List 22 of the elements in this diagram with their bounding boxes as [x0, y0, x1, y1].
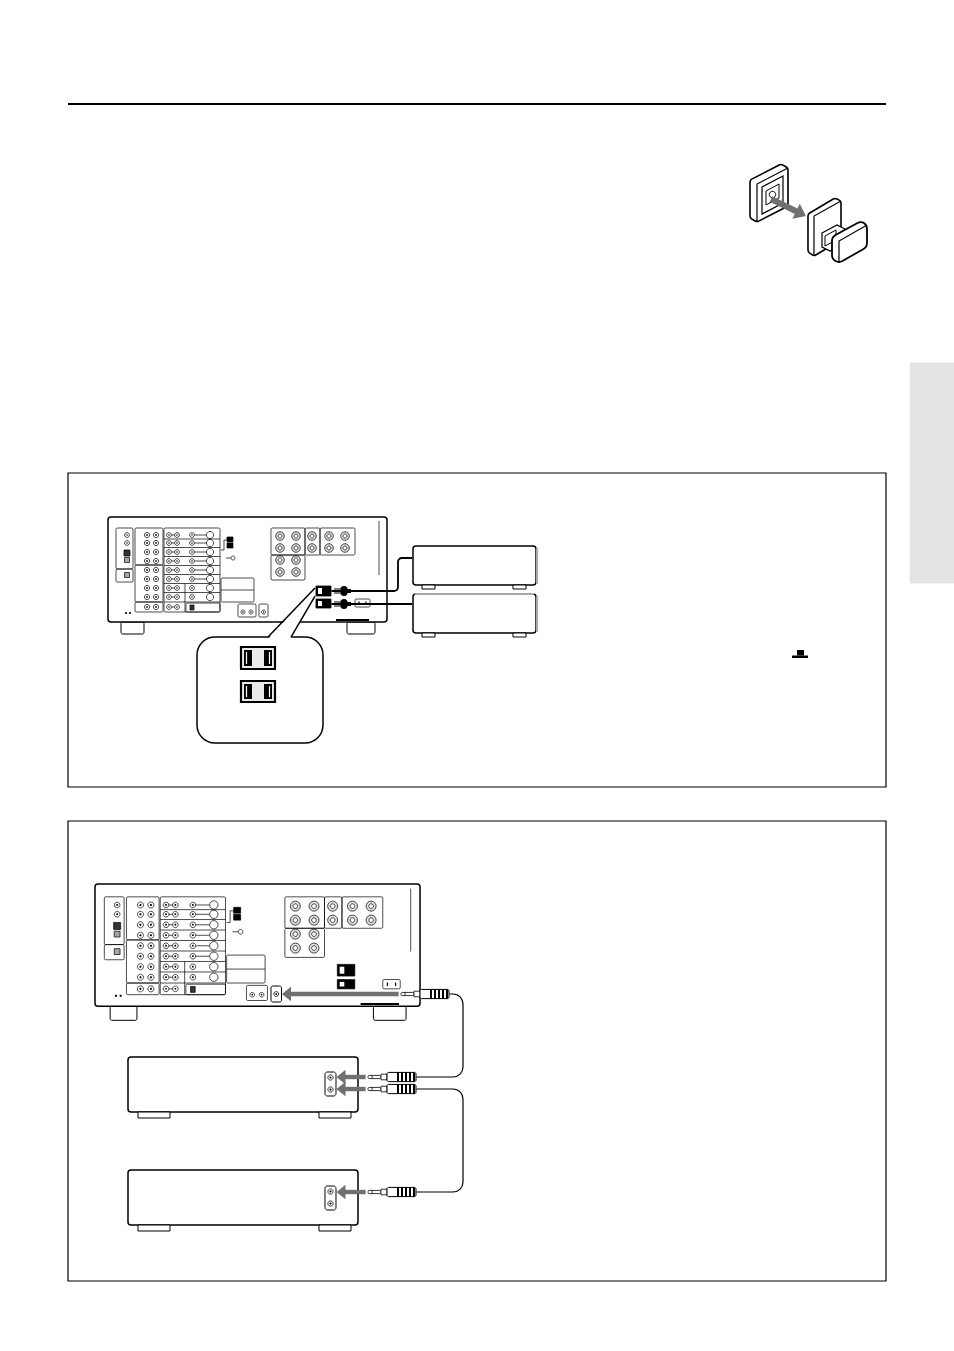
mini-plug: [367, 1186, 417, 1198]
device-box: [412, 545, 539, 590]
power-outlet: [315, 598, 332, 609]
mini-plug: [400, 988, 450, 1000]
receiver-drawing: [94, 883, 421, 1021]
mini-plug: [367, 1071, 417, 1083]
power-outlet: [315, 585, 332, 597]
device-box: [127, 1169, 359, 1232]
receiver-drawing: [107, 516, 388, 635]
side-tab: [909, 362, 954, 584]
power-cord: [330, 557, 414, 592]
jack-panel: [324, 1071, 337, 1097]
jack-panel: [324, 1185, 337, 1211]
cable: [415, 993, 464, 1078]
jack-socket: [270, 985, 282, 1003]
cable: [415, 1088, 464, 1193]
device-box: [127, 1056, 359, 1119]
panel-frame: [67, 472, 887, 788]
panel-frame: [67, 820, 887, 1282]
mini-plug: [367, 1083, 417, 1095]
device-box: [412, 592, 539, 638]
power-cord: [330, 603, 414, 605]
